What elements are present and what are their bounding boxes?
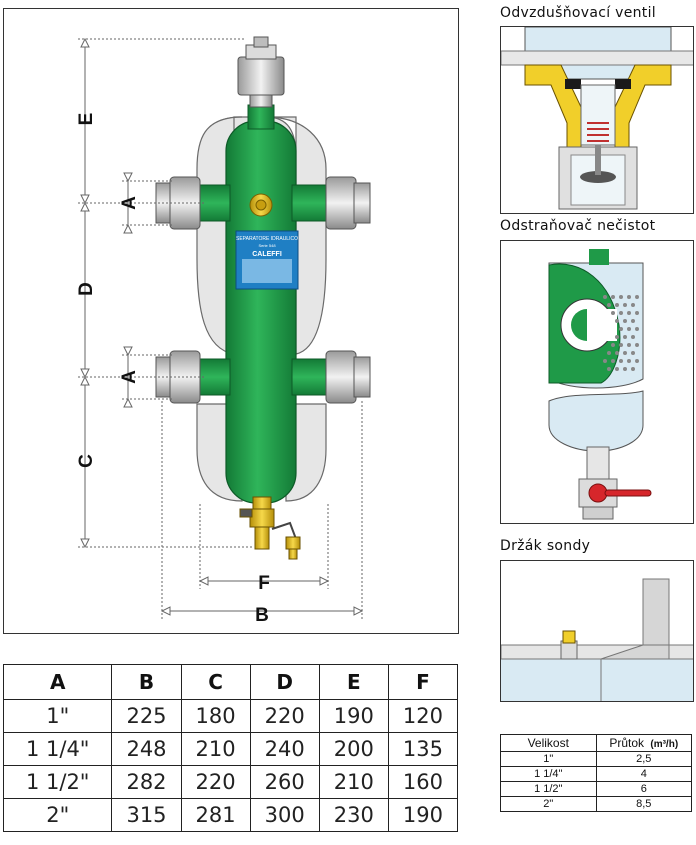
table-cell: 240	[249, 732, 320, 766]
air-vent-detail-drawing	[501, 27, 693, 210]
dimension-table: A B C D E F 1" 225 180 220 190 120 1 1/4…	[2, 664, 459, 832]
dimension-table-header: A B C D E F	[2, 664, 459, 700]
separator-drawing: SEPARATORE IDRAULICO Serie 548 CALEFFI	[76, 36, 371, 626]
table-cell: 210	[180, 732, 251, 766]
header-cell: A	[2, 664, 113, 700]
table-row: 2" 8,5	[500, 796, 692, 812]
caption-probe-holder: Držák sondy	[500, 538, 591, 554]
table-cell: 225	[111, 699, 182, 733]
table-cell: 260	[249, 765, 320, 799]
air-vent-valve	[237, 36, 285, 108]
table-row: 1 1/4" 248 210 240 200 135	[2, 732, 459, 766]
plate-line-2: Serie 548	[258, 243, 276, 248]
table-row: 1 1/2" 282 220 260 210 160	[2, 765, 459, 799]
dim-label-d: D	[76, 282, 97, 296]
header-cell: E	[318, 664, 389, 700]
drain-valve	[239, 496, 301, 560]
table-cell: 281	[180, 798, 251, 832]
table-cell: 2"	[2, 798, 113, 832]
table-row: 1" 2,5	[500, 751, 692, 767]
table-cell: 4	[595, 766, 692, 782]
flow-table: Velikost Průtok (m³/h) 1" 2,5 1 1/4" 4 1…	[500, 734, 692, 812]
plate-brand: CALEFFI	[252, 251, 282, 258]
table-cell: 1"	[500, 751, 597, 767]
table-cell: 160	[387, 765, 459, 799]
product-plate: SEPARATORE IDRAULICO Serie 548 CALEFFI	[235, 230, 299, 290]
header-cell: B	[111, 664, 182, 700]
dim-label-b: B	[255, 605, 269, 626]
table-row: 1 1/2" 6	[500, 781, 692, 797]
header-cell: C	[180, 664, 251, 700]
dimension-arrows	[80, 37, 364, 616]
main-drawing-panel: SEPARATORE IDRAULICO Serie 548 CALEFFI	[3, 8, 459, 634]
table-cell: 120	[387, 699, 459, 733]
caption-air-vent: Odvzdušňovací ventil	[500, 5, 656, 21]
detail-dirt-separator-panel	[500, 240, 694, 524]
table-cell: 210	[318, 765, 389, 799]
table-cell: 200	[318, 732, 389, 766]
table-cell: 248	[111, 732, 182, 766]
flow-unit: (m³/h)	[650, 739, 679, 750]
separator-body	[197, 104, 329, 504]
table-cell: 1 1/4"	[2, 732, 113, 766]
detail-probe-holder-panel	[500, 560, 694, 702]
flow-label: Průtok	[609, 736, 645, 750]
table-cell: 315	[111, 798, 182, 832]
table-cell: 180	[180, 699, 251, 733]
table-cell: 2,5	[595, 751, 692, 767]
dim-label-a-top: A	[119, 196, 140, 210]
table-cell: 190	[387, 798, 459, 832]
table-cell: 1"	[2, 699, 113, 733]
caption-dirt-separator: Odstraňovač nečistot	[500, 218, 656, 234]
dim-label-f: F	[258, 573, 270, 594]
table-cell: 220	[180, 765, 251, 799]
header-cell: D	[249, 664, 320, 700]
flow-table-header: Velikost Průtok (m³/h)	[500, 734, 692, 752]
table-cell: 220	[249, 699, 320, 733]
detail-air-vent-panel	[500, 26, 694, 214]
dim-label-c: C	[76, 454, 97, 468]
table-cell: 230	[318, 798, 389, 832]
table-cell: 135	[387, 732, 459, 766]
dim-label-e: E	[76, 113, 97, 126]
table-cell: 282	[111, 765, 182, 799]
dirt-separator-detail-drawing	[548, 249, 652, 520]
table-row: 2" 315 281 300 230 190	[2, 798, 459, 832]
table-row: 1" 225 180 220 190 120	[2, 699, 459, 733]
table-cell: 6	[595, 781, 692, 797]
table-cell: 8,5	[595, 796, 692, 812]
table-cell: 300	[249, 798, 320, 832]
header-cell-size: Velikost	[500, 734, 597, 752]
table-cell: 1 1/4"	[500, 766, 597, 782]
probe-holder-detail-drawing	[501, 578, 693, 701]
table-row: 1 1/4" 4	[500, 766, 692, 782]
table-cell: 190	[318, 699, 389, 733]
plate-line-1: SEPARATORE IDRAULICO	[236, 236, 298, 242]
header-cell-flow: Průtok (m³/h)	[595, 734, 692, 752]
dim-label-a-bottom: A	[119, 370, 140, 384]
table-cell: 2"	[500, 796, 597, 812]
table-cell: 1 1/2"	[2, 765, 113, 799]
header-cell: F	[387, 664, 459, 700]
dimension-lines	[78, 38, 363, 619]
table-cell: 1 1/2"	[500, 781, 597, 797]
